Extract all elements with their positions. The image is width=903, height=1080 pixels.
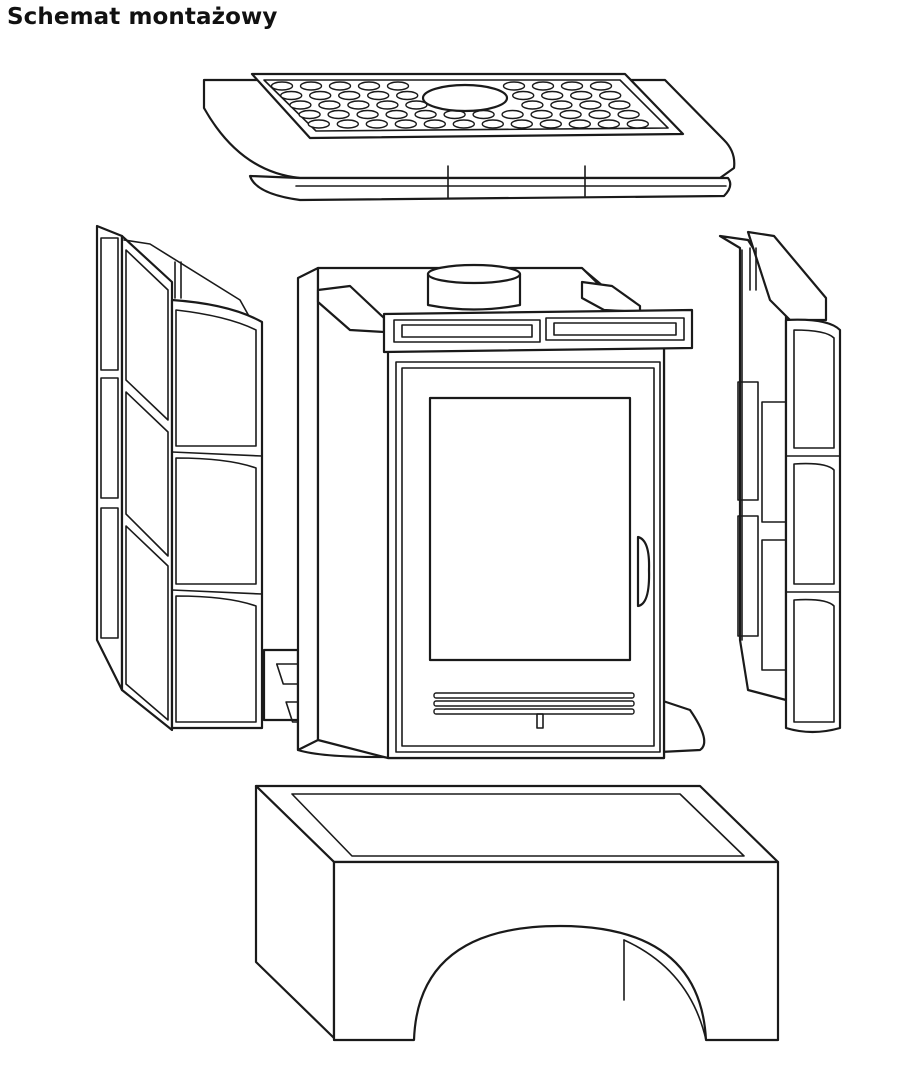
grille-hole	[609, 101, 630, 109]
grille-hole	[618, 111, 639, 119]
page-title: Schemat montażowy	[7, 4, 278, 30]
grille-hole	[281, 92, 302, 100]
grille-hole	[415, 111, 436, 119]
grille-hole	[562, 82, 583, 90]
grille-hole	[357, 111, 378, 119]
grille-hole	[522, 101, 543, 109]
grille-hole	[301, 82, 322, 90]
stove-body	[264, 265, 704, 758]
grille-hole	[473, 111, 494, 119]
grille-hole	[397, 92, 418, 100]
right-tile-panel	[720, 232, 840, 732]
left-tile-panel	[97, 226, 262, 730]
grille-hole	[511, 120, 532, 128]
grille-hole	[388, 82, 409, 90]
grille-hole	[319, 101, 340, 109]
grille-hole	[348, 101, 369, 109]
grille-hole	[531, 111, 552, 119]
grille-hole	[308, 120, 329, 128]
grille-hole	[386, 111, 407, 119]
grille-hole	[310, 92, 331, 100]
grille-hole	[453, 120, 474, 128]
grille-hole	[560, 111, 581, 119]
grille-hole	[406, 101, 427, 109]
grille-hole	[589, 111, 610, 119]
grille-hole	[424, 120, 445, 128]
grille-hole	[395, 120, 416, 128]
grille-hole	[339, 92, 360, 100]
grille-hole	[513, 92, 534, 100]
grille-hole	[482, 120, 503, 128]
grille-hole	[504, 82, 525, 90]
grille-hole	[377, 101, 398, 109]
grille-hole	[598, 120, 619, 128]
grille-hole	[272, 82, 293, 90]
grille-hole	[591, 82, 612, 90]
top-grille-plate	[204, 74, 734, 200]
grille-hole	[330, 82, 351, 90]
grille-hole	[542, 92, 563, 100]
grille-hole	[569, 120, 590, 128]
grille-hole	[533, 82, 554, 90]
grille-hole	[337, 120, 358, 128]
grille-hole	[627, 120, 648, 128]
grille-hole	[328, 111, 349, 119]
grille-hole	[299, 111, 320, 119]
grille-hole	[502, 111, 523, 119]
grille-hole	[551, 101, 572, 109]
grille-hole	[580, 101, 601, 109]
grille-hole	[359, 82, 380, 90]
grille-holes	[272, 82, 649, 128]
grille-hole	[366, 120, 387, 128]
grille-hole	[600, 92, 621, 100]
grille-hole	[571, 92, 592, 100]
base-plinth	[256, 786, 778, 1040]
grille-hole	[540, 120, 561, 128]
grille-hole	[368, 92, 389, 100]
grille-hole	[290, 101, 311, 109]
